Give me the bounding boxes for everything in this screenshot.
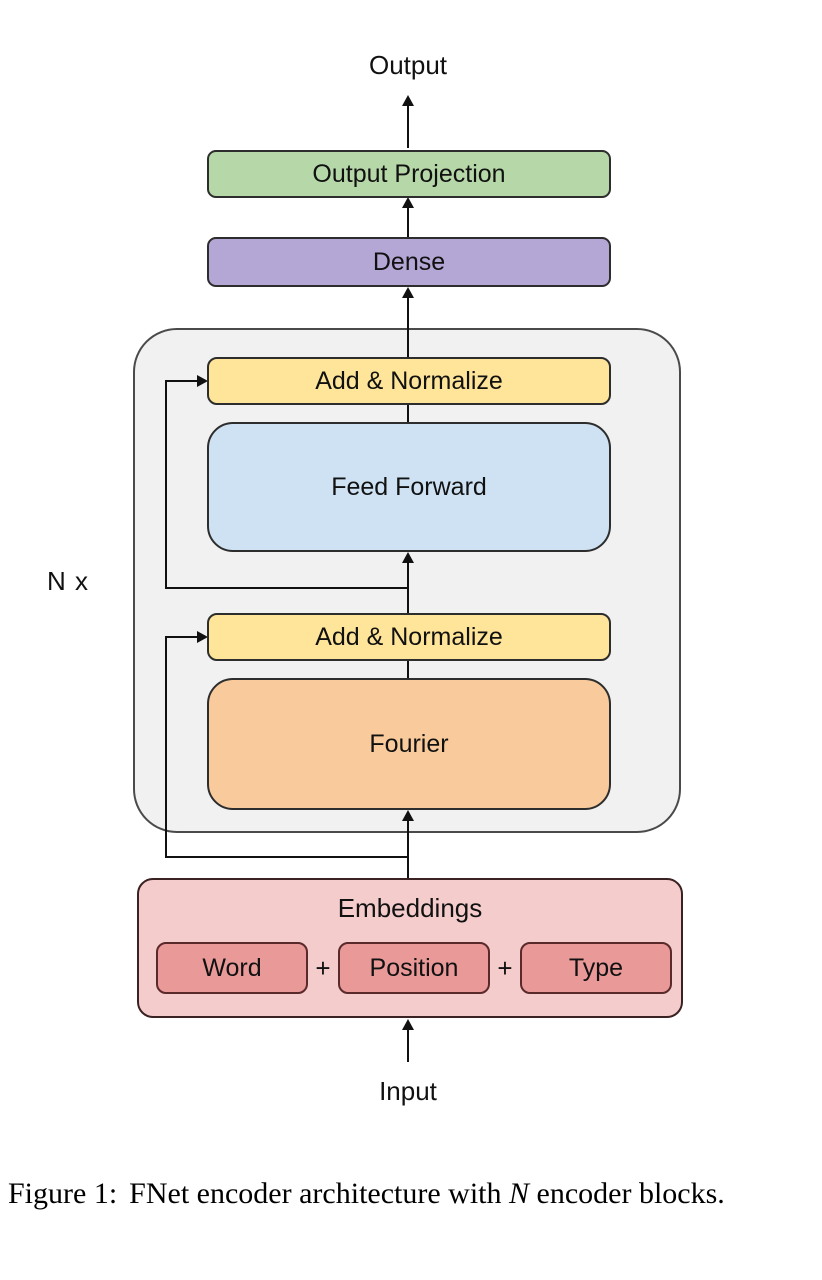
connector-line-feedforward-to-addnorm (407, 405, 409, 422)
add-normalize-top-box: Add & Normalize (207, 357, 611, 405)
type-embedding-box: Type (520, 942, 672, 994)
caption-text-after: encoder blocks. (536, 1177, 725, 1210)
feed-forward-label: Feed Forward (331, 472, 487, 501)
arrowhead-right-addnorm-bottom (197, 631, 208, 643)
word-embedding-label: Word (202, 953, 262, 982)
repeat-count-label: N x (47, 566, 89, 596)
position-embedding-box: Position (338, 942, 490, 994)
residual2-branch-line (165, 856, 408, 858)
connector-line-embeddings-to-fourier (407, 819, 409, 878)
arrowhead-right-addnorm-top (197, 375, 208, 387)
arrowhead-up-dense (402, 287, 414, 298)
add-normalize-top-label: Add & Normalize (315, 366, 503, 395)
residual2-rail-line (165, 636, 167, 858)
embeddings-container: Embeddings Word + Position + Type (137, 878, 683, 1018)
connector-line-dense-to-projection (407, 206, 409, 237)
output-projection-label: Output Projection (312, 159, 506, 188)
caption-variable-n: N (509, 1177, 530, 1210)
output-label: Output (368, 50, 448, 80)
residual1-branch-line (165, 587, 408, 589)
connector-line-block-to-dense (407, 296, 409, 357)
arrowhead-up-feedforward (402, 552, 414, 563)
figure-caption: Figure 1:FNet encoder architecture with … (8, 1174, 814, 1213)
connector-line-output (407, 104, 409, 148)
feed-forward-box: Feed Forward (207, 422, 611, 552)
caption-text-before: FNet encoder architecture with (129, 1177, 502, 1210)
add-normalize-bottom-label: Add & Normalize (315, 622, 503, 651)
arrowhead-up-output (402, 95, 414, 106)
arrowhead-up-projection (402, 197, 414, 208)
plus-sign-1: + (315, 952, 331, 983)
connector-line-fourier-to-addnorm (407, 661, 409, 678)
residual2-entry-line (165, 636, 199, 638)
dense-label: Dense (372, 247, 446, 276)
residual1-entry-line (165, 380, 199, 382)
input-label: Input (379, 1076, 437, 1106)
add-normalize-bottom-box: Add & Normalize (207, 613, 611, 661)
plus-sign-2: + (497, 952, 513, 983)
position-embedding-label: Position (369, 953, 459, 982)
arrowhead-up-embeddings (402, 1019, 414, 1030)
output-projection-box: Output Projection (207, 150, 611, 198)
word-embedding-box: Word (156, 942, 308, 994)
arrowhead-up-fourier (402, 810, 414, 821)
residual1-rail-line (165, 380, 167, 589)
caption-figure-number: Figure 1: (8, 1177, 118, 1210)
embeddings-title: Embeddings (337, 893, 483, 923)
type-embedding-label: Type (568, 953, 624, 982)
dense-box: Dense (207, 237, 611, 287)
connector-line-input (407, 1028, 409, 1062)
connector-line-addnorm-to-feedforward (407, 561, 409, 613)
fourier-box: Fourier (207, 678, 611, 810)
fourier-label: Fourier (369, 729, 449, 758)
